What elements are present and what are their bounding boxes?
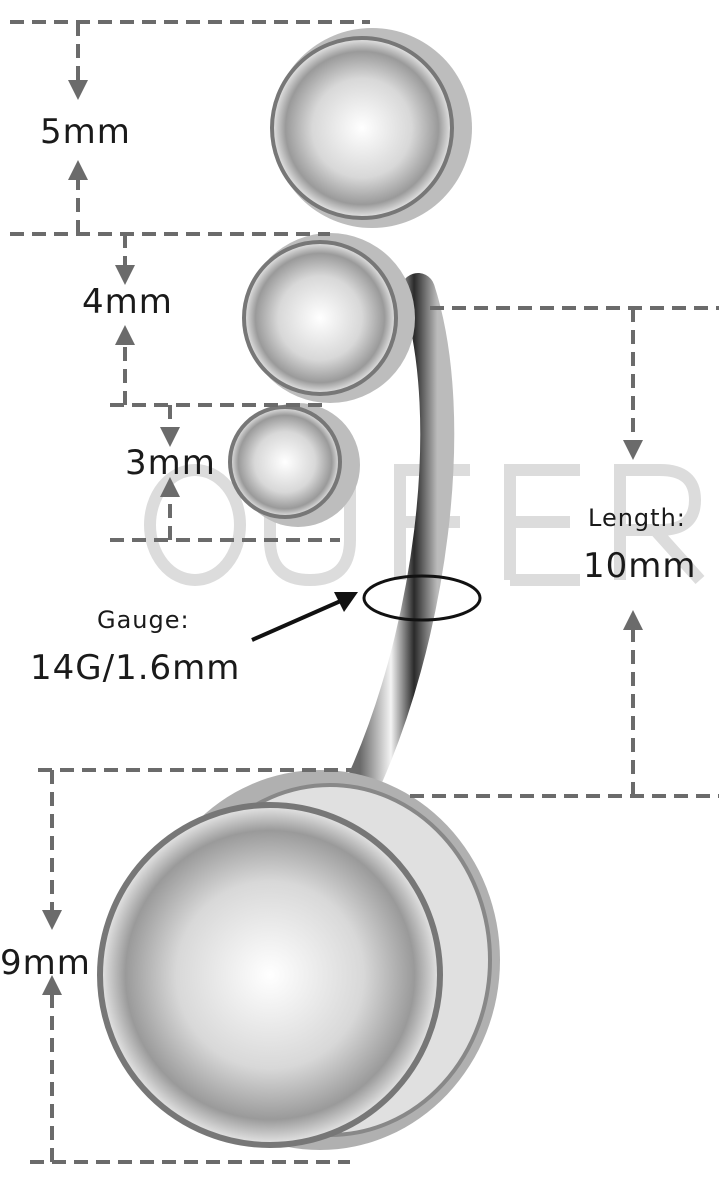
gauge-ring (362, 574, 482, 622)
gauge-label: Gauge: (97, 606, 190, 634)
middle-gem (242, 233, 415, 403)
middle-gem-size-label: 4mm (82, 282, 173, 322)
length-label: Length: (588, 504, 686, 532)
length-value: 10mm (583, 546, 697, 586)
gauge-arrow (251, 594, 353, 642)
bottom-gem (97, 770, 500, 1150)
small-gem (228, 403, 360, 527)
dimension-lines (10, 20, 719, 1164)
bottom-gem-size-label: 9mm (0, 943, 91, 983)
gauge-arrowhead (334, 592, 358, 612)
gauge-value: 14G/1.6mm (30, 648, 241, 688)
small-gem-size-label: 3mm (125, 443, 216, 483)
top-gem-size-label: 5mm (40, 112, 131, 152)
barbell-bar (343, 273, 455, 807)
top-gem (270, 28, 472, 228)
